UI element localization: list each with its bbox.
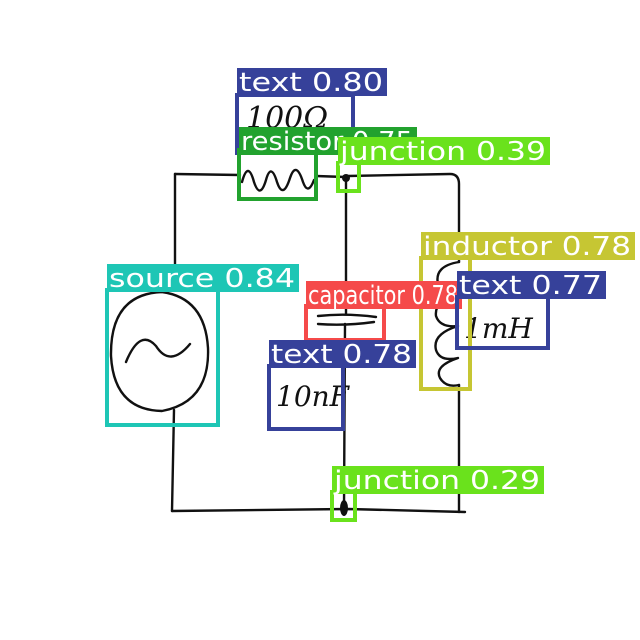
detection-capacitor: capacitor 0.78 xyxy=(304,281,462,342)
label-text-inductor: inductor 0.78 xyxy=(423,232,631,262)
label-text-junction-top: junction 0.39 xyxy=(339,137,546,167)
label-background-text-capacitor-value xyxy=(269,340,416,368)
junction-dot-bottom xyxy=(340,500,348,516)
label-tag-text-capacitor-value: text 0.78 xyxy=(269,340,416,370)
capacitor-plate-bottom xyxy=(316,320,376,326)
label-tag-junction-bottom: junction 0.29 xyxy=(332,466,544,496)
label-background-source xyxy=(107,264,299,292)
wire-top-right xyxy=(346,172,461,264)
label-background-inductor xyxy=(421,232,635,260)
label-text-junction-bottom: junction 0.29 xyxy=(333,466,540,496)
label-text-text-inductor-value: text 0.77 xyxy=(459,271,602,301)
label-tag-text-resistor-value: text 0.80 xyxy=(237,68,387,98)
label-tag-inductor: inductor 0.78 xyxy=(421,232,635,262)
label-background-capacitor xyxy=(306,281,462,309)
capacitor-plate-top xyxy=(316,313,378,319)
detection-junction-bottom: junction 0.29 xyxy=(330,466,544,522)
detection-source: source 0.84 xyxy=(105,264,299,427)
detection-text-capacitor-value: text 0.78 xyxy=(267,340,416,431)
wire-bottom xyxy=(170,507,467,514)
detection-inductor: inductor 0.78 xyxy=(419,232,635,391)
detection-junction-top: junction 0.39 xyxy=(336,137,550,193)
label-tag-capacitor: capacitor 0.78 xyxy=(306,281,462,311)
label-background-text-resistor-value xyxy=(237,68,387,96)
label-text-source: source 0.84 xyxy=(109,264,295,294)
label-background-junction-top xyxy=(338,137,550,165)
label-background-text-inductor-value xyxy=(457,271,606,299)
label-text-text-capacitor-value: text 0.78 xyxy=(271,340,412,370)
label-text-text-resistor-value: text 0.80 xyxy=(239,68,383,98)
label-text-capacitor: capacitor 0.78 xyxy=(308,281,458,311)
resistor-symbol xyxy=(240,168,316,192)
detection-text-inductor-value: text 0.77 xyxy=(455,271,606,350)
junction-dot-top xyxy=(342,174,350,182)
label-background-junction-bottom xyxy=(332,466,544,494)
capacitor-value-handwriting: 10nF xyxy=(276,380,351,413)
detection-text-resistor-value: text 0.80 xyxy=(235,68,387,155)
inductor-value-handwriting: 1mH xyxy=(464,312,533,345)
wire-top-mid xyxy=(314,174,347,179)
wire-top-left xyxy=(173,172,242,177)
label-tag-junction-top: junction 0.39 xyxy=(338,137,550,167)
label-tag-text-inductor-value: text 0.77 xyxy=(457,271,606,301)
label-tag-source: source 0.84 xyxy=(107,264,299,294)
source-circle xyxy=(109,290,210,413)
source-sine-wave xyxy=(124,338,192,364)
